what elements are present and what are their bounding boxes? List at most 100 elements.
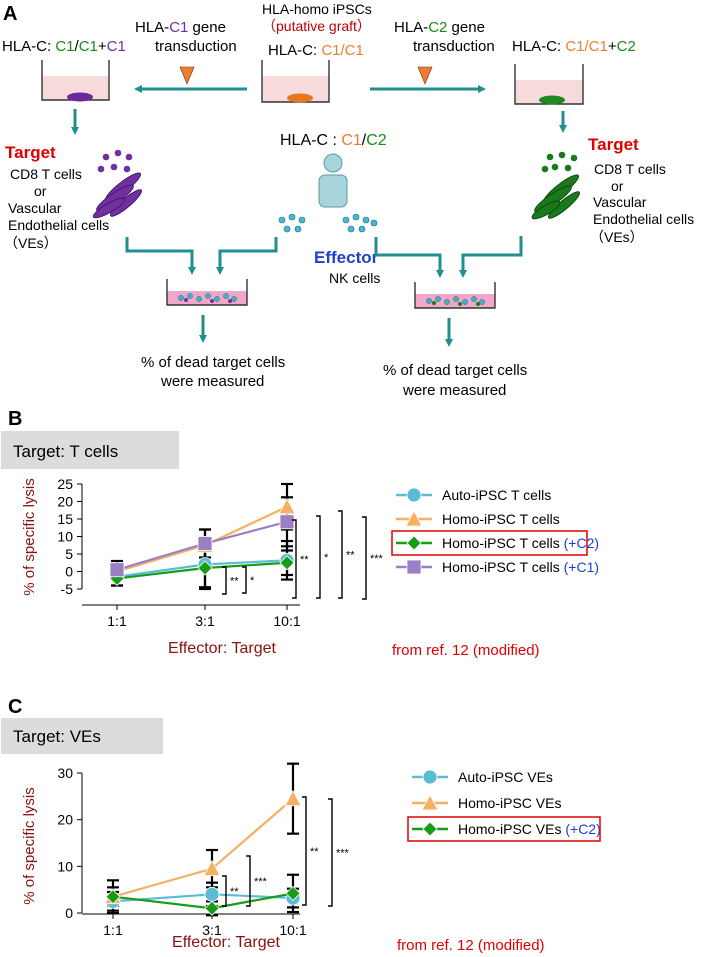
left-target-line-3: Vascular	[8, 200, 62, 216]
y-tick-label: 15	[57, 511, 73, 527]
data-point	[109, 562, 125, 578]
right-target-cells-icon	[531, 151, 580, 220]
significance-bracket	[316, 515, 321, 599]
right-target-heading: Target	[588, 135, 639, 154]
left-target-line-1: CD8 T cells	[10, 166, 82, 182]
significance-bracket	[242, 566, 247, 594]
y-tick-label: 0	[65, 905, 73, 921]
right-dish	[514, 64, 584, 105]
left-transduction-label-2: transduction	[155, 38, 237, 55]
legend-label: Homo-iPSC VEs	[458, 795, 561, 811]
effector-cells-label: NK cells	[329, 270, 380, 286]
left-target-line-2: or	[34, 183, 47, 199]
panel-b-label: B	[8, 408, 22, 430]
right-target-line-3: Vascular	[593, 194, 647, 210]
significance-bracket	[328, 798, 333, 907]
data-point	[279, 555, 295, 571]
legend-label: Homo-iPSC T cells (+C1)	[442, 559, 599, 575]
legend-label: Homo-iPSC T cells	[442, 511, 560, 527]
data-point	[197, 560, 213, 576]
legend-label-suffix: (+C2)	[564, 535, 599, 551]
significance-bracket	[246, 855, 251, 907]
significance-label: *	[324, 552, 329, 564]
legend-marker	[405, 510, 423, 527]
legend-marker	[406, 487, 422, 503]
x-tick-label: 3:1	[202, 922, 222, 938]
significance-label: **	[300, 554, 309, 566]
nk-cells-icon	[278, 213, 378, 233]
recipient-hla-label: HLA-C : C1/C2	[280, 132, 387, 149]
significance-label: **	[230, 576, 239, 588]
x-tick-label: 3:1	[195, 613, 215, 629]
significance-label: ***	[254, 876, 268, 888]
right-transduction-label: HLA-C2 gene	[394, 19, 485, 36]
left-transduction-marker	[179, 66, 195, 85]
data-point	[203, 859, 221, 877]
data-point	[204, 900, 220, 916]
x-axis-label: Effector: Target	[168, 640, 276, 657]
significance-label: **	[310, 846, 319, 858]
x-tick-label: 10:1	[279, 922, 306, 938]
right-target-hla-label: HLA-C: C1/C1+C2	[512, 38, 636, 55]
y-axis-label: % of specific lysis	[21, 478, 38, 596]
y-tick-label: -5	[61, 581, 74, 597]
right-target-to-assay-line	[459, 236, 523, 278]
chart-c-title-box	[1, 718, 163, 754]
legend-label: Homo-iPSC VEs (+C2)	[458, 821, 601, 837]
significance-bracket	[338, 510, 343, 599]
significance-bracket	[302, 796, 307, 906]
y-tick-label: 5	[65, 546, 73, 562]
y-tick-label: 10	[57, 529, 73, 545]
y-tick-label: 30	[57, 765, 73, 781]
y-tick-label: 20	[57, 812, 73, 828]
data-point	[204, 886, 220, 902]
x-tick-label: 10:1	[273, 613, 300, 629]
chart-b-title: Target: T cells	[13, 442, 118, 461]
right-target-line-2: or	[611, 178, 624, 194]
effector-heading: Effector	[314, 248, 379, 267]
data-point	[197, 536, 213, 551]
legend-marker	[406, 559, 422, 575]
left-target-to-assay-line	[125, 237, 196, 275]
left-target-heading: Target	[5, 143, 56, 162]
significance-bracket	[292, 519, 297, 599]
significance-label: ***	[370, 553, 384, 565]
left-dish	[41, 60, 110, 102]
left-nk-to-assay-line	[216, 237, 278, 275]
chart-b-source-note: from ref. 12 (modified)	[392, 642, 540, 659]
legend-marker	[422, 821, 438, 837]
legend-highlight-box	[407, 816, 601, 842]
recipient-person-icon	[318, 153, 348, 208]
y-tick-label: 10	[57, 858, 73, 874]
x-tick-label: 1:1	[103, 922, 123, 938]
y-axis-label: % of specific lysis	[21, 787, 38, 905]
data-point	[105, 889, 121, 905]
left-result-line-1: % of dead target cells	[141, 354, 285, 371]
significance-bracket	[222, 875, 227, 907]
data-point	[284, 789, 302, 807]
right-nk-to-assay-line	[374, 237, 444, 278]
right-target-line-5: （VEs）	[590, 229, 644, 245]
left-target-cells-icon	[92, 149, 142, 219]
right-assay-dish	[414, 282, 496, 309]
chart-c-source-note: from ref. 12 (modified)	[397, 937, 545, 954]
right-transduction-marker	[417, 66, 433, 85]
left-target-line-4: Endothelial cells	[8, 217, 109, 233]
legend-label: Auto-iPSC T cells	[442, 487, 551, 503]
right-transduction-label-2: transduction	[413, 38, 495, 55]
left-result-line-2: were measured	[160, 373, 264, 390]
significance-label: **	[230, 886, 239, 898]
data-point	[279, 514, 295, 530]
chart-c-title: Target: VEs	[13, 727, 101, 746]
legend-label: Auto-iPSC VEs	[458, 769, 553, 785]
right-result-line-2: were measured	[402, 382, 506, 399]
panel-c-label: C	[8, 696, 22, 718]
left-target-hla-label: HLA-C: C1/C1+C1	[2, 38, 126, 55]
right-target-line-4: Endothelial cells	[593, 211, 694, 227]
x-axis-label: Effector: Target	[172, 934, 280, 951]
legend-marker	[421, 794, 439, 811]
center-subtitle: （putative graft）	[262, 18, 371, 34]
x-tick-label: 1:1	[107, 613, 127, 629]
